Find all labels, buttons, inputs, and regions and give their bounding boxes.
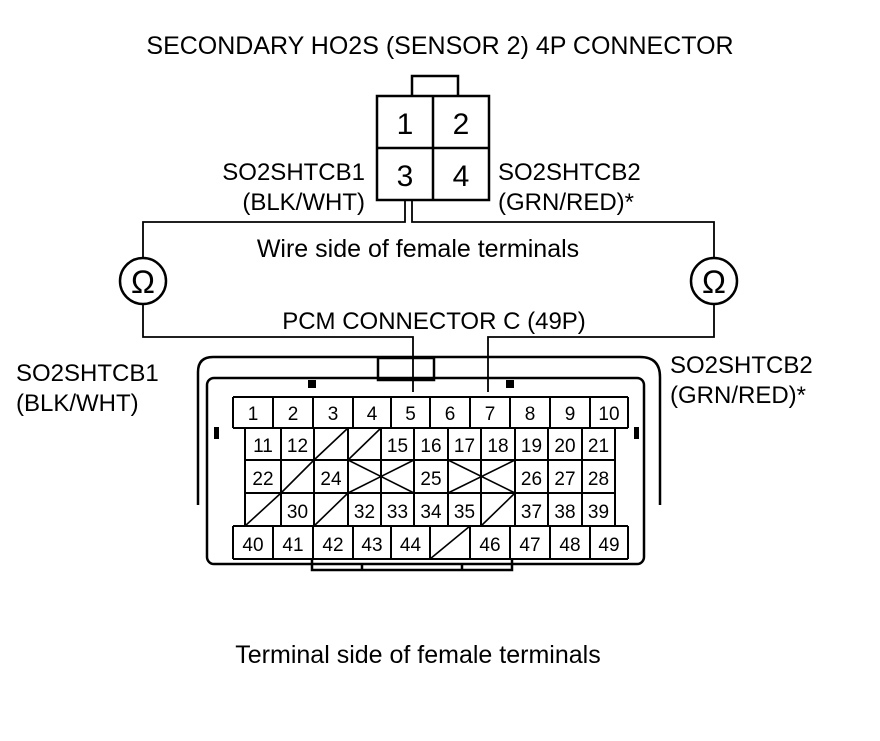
ohmmeter-right: Ω [689,256,739,306]
terminal-label: 5 [405,404,416,425]
terminal-label: 15 [387,436,408,457]
right-signal-label-bottom: SO2SHTCB2 [670,352,813,379]
right-color-label-top: (GRN/RED)* [498,189,634,216]
blocked-cavity-mark [480,492,516,527]
terminal-label: 2 [288,404,299,425]
terminal-label: 12 [287,436,308,457]
terminal-label: 40 [242,535,263,556]
terminal-label: 11 [253,436,273,457]
terminal-label: 22 [252,469,273,490]
terminal-label: 4 [367,404,378,425]
terminal-side-label: Terminal side of female terminals [235,641,600,669]
terminal-label: 20 [554,436,575,457]
terminal-label: 26 [521,469,542,490]
terminal-label: 18 [487,436,508,457]
connector-4p-title: SECONDARY HO2S (SENSOR 2) 4P CONNECTOR [146,32,733,60]
blocked-cavity-mark [244,492,282,527]
terminal-label: 34 [420,502,442,523]
terminal-label: 21 [588,436,609,457]
left-color-label-bottom: (BLK/WHT) [16,390,139,417]
pin-label-2: 2 [453,108,470,141]
pcm-connector-housing [196,355,662,572]
blocked-cavity-mark [347,427,382,461]
housing-notch [308,380,316,388]
terminal-label: 6 [445,404,456,425]
terminal-label: 47 [519,535,540,556]
terminal-label: 1 [248,404,259,425]
test-wires [142,200,715,392]
terminal-label: 16 [420,436,441,457]
blocked-cavity-mark [447,459,516,494]
terminal-label: 19 [521,436,542,457]
terminal-label: 44 [400,535,422,556]
terminal-label: 3 [328,404,339,425]
left-color-label-top: (BLK/WHT) [242,189,365,216]
terminal-label: 7 [485,404,496,425]
pin-label-3: 3 [397,160,414,193]
blocked-cavity-mark [280,459,315,494]
ohmmeter-right-circle [689,256,739,306]
left-signal-label-top: SO2SHTCB1 [222,159,365,186]
ohm-icon: Ω [131,264,155,300]
housing-notch [506,380,514,388]
terminal-label: 37 [521,502,542,523]
pcm-connector-title: PCM CONNECTOR C (49P) [282,308,586,335]
wire-right-lower [487,304,715,392]
housing-notch [634,427,639,439]
connector-4p-latch [410,74,460,96]
terminal-label: 42 [322,535,343,556]
terminal-label: 30 [287,502,308,523]
left-signal-label-bottom: SO2SHTCB1 [16,360,159,387]
terminal-label: 41 [282,535,303,556]
terminal-label: 43 [361,535,382,556]
blocked-cavity-mark [429,525,471,560]
housing-notch [214,427,219,439]
right-color-label-bottom: (GRN/RED)* [670,382,806,409]
terminal-label: 46 [479,535,500,556]
pcm-connector-housing-details [214,380,639,439]
terminal-label: 27 [554,469,575,490]
ohmmeter-left-circle [118,256,168,306]
pin-label-1: 1 [397,108,414,141]
terminal-label: 38 [554,502,575,523]
pcm-connector-top-tab [376,356,436,382]
terminal-label: 17 [454,436,475,457]
terminal-label: 48 [559,535,580,556]
wire-left-upper [142,200,406,258]
blocked-cavity-mark [313,427,349,461]
ohmmeter-left: Ω [118,256,168,306]
terminal-label: 9 [565,404,576,425]
terminal-label: 35 [454,502,475,523]
pcm-connector-outer-shell [196,355,662,505]
pin-label-4: 4 [453,160,470,193]
terminal-label: 49 [598,535,619,556]
pcm-connector-inner-body [205,376,646,566]
terminal-label: 8 [525,404,536,425]
terminal-label: 24 [320,469,342,490]
blocked-cavity-mark [347,459,415,494]
terminal-label: 32 [354,502,375,523]
wire-side-label: Wire side of female terminals [257,235,579,263]
connector-4p [375,74,491,202]
terminal-label: 25 [420,469,441,490]
terminal-label: 10 [598,404,619,425]
wire-left-lower [142,304,414,392]
terminal-label: 28 [588,469,609,490]
blocked-cavity-mark [313,492,349,527]
terminal-label: 33 [387,502,408,523]
ohm-icon: Ω [702,264,726,300]
right-signal-label-top: SO2SHTCB2 [498,159,641,186]
terminal-label: 39 [588,502,609,523]
pcm-connector-bottom-tabs [310,560,514,572]
wire-right-upper [411,200,715,258]
